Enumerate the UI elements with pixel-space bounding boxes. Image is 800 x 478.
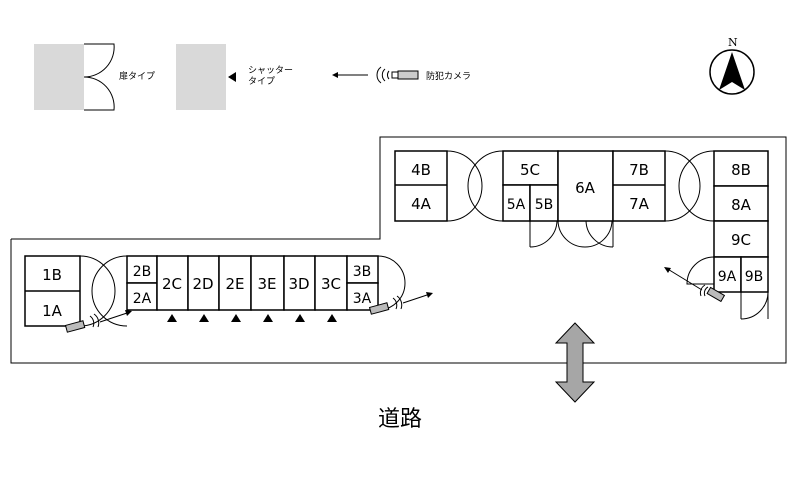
unit-9a-label: 9A — [718, 269, 737, 285]
shutter-type-label-1: シャッター — [248, 65, 293, 76]
door-swings-6a — [529, 220, 614, 248]
camera-3a-icon — [368, 302, 390, 315]
unit-2a-label: 2A — [133, 291, 152, 307]
door-swings-9 — [686, 256, 769, 320]
camera-1a-icon — [64, 320, 86, 333]
unit-8b-label: 8B — [731, 161, 751, 179]
legend: 扉タイプ シャッター タイプ 防犯カメラ — [34, 43, 471, 111]
compass: N — [709, 36, 755, 95]
site-boundary — [10, 136, 787, 364]
shutter-triangle-icon — [167, 314, 177, 322]
right-building: 4B 4A 5C 5A 5B 6A 7B 7A — [394, 150, 769, 320]
legend-shutter-type: シャッター タイプ — [176, 44, 293, 110]
shutter-markers — [167, 314, 337, 322]
camera-9a — [664, 267, 726, 303]
unit-1a-label: 1A — [42, 302, 63, 320]
unit-7a-label: 7A — [629, 195, 650, 213]
unit-4a-label: 4A — [411, 195, 432, 213]
unit-3e-label: 3E — [257, 275, 276, 293]
road-access-arrow — [554, 322, 596, 403]
north-label: N — [728, 36, 738, 49]
unit-4b-label: 4B — [411, 161, 431, 179]
double-arrow-icon — [554, 322, 596, 403]
unit-5c-label: 5C — [520, 161, 540, 179]
unit-5a-label: 5A — [507, 197, 526, 213]
unit-3b-label: 3B — [353, 264, 372, 280]
camera-label: 防犯カメラ — [426, 70, 471, 82]
shutter-triangle-icon — [231, 314, 241, 322]
door-swings-1-2 — [79, 255, 128, 327]
shutter-triangle-icon — [327, 314, 337, 322]
unit-2d-label: 2D — [192, 275, 213, 293]
door-type-label: 扉タイプ — [119, 70, 155, 82]
unit-3a-label: 3A — [353, 291, 372, 307]
left-building: 1B 1A 2B 2A 2C 2D 2E 3E 3D 3C 3B 3A — [24, 255, 433, 333]
unit-2e-label: 2E — [225, 275, 244, 293]
unit-6a-label: 6A — [575, 179, 596, 197]
door-swing-icon — [83, 43, 115, 111]
unit-3d-label: 3D — [288, 275, 309, 293]
shutter-triangle-icon — [263, 314, 273, 322]
door-type-block-icon — [34, 44, 84, 110]
shutter-type-block-icon — [176, 44, 226, 110]
camera-lens-icon — [391, 71, 399, 79]
unit-9b-label: 9B — [745, 269, 764, 285]
unit-8a-label: 8A — [731, 196, 752, 214]
shutter-triangle-icon — [295, 314, 305, 322]
shutter-type-label-2: タイプ — [248, 76, 275, 87]
unit-7b-label: 7B — [629, 161, 649, 179]
camera-1a — [64, 310, 132, 333]
unit-2b-label: 2B — [133, 264, 152, 280]
legend-door-type: 扉タイプ — [34, 43, 155, 111]
camera-body-icon — [397, 70, 419, 80]
unit-5b-label: 5B — [535, 197, 554, 213]
north-arrow-icon — [719, 52, 745, 90]
unit-9c-label: 9C — [731, 231, 751, 249]
shutter-triangle-icon — [228, 72, 236, 82]
unit-1b-label: 1B — [42, 266, 62, 284]
camera-arrow-icon — [332, 72, 338, 78]
shutter-triangle-icon — [199, 314, 209, 322]
camera-3a — [368, 292, 433, 315]
camera-9a-icon — [706, 286, 726, 303]
unit-2c-label: 2C — [162, 275, 182, 293]
door-swings-4-5 — [446, 150, 504, 222]
unit-3c-label: 3C — [321, 275, 341, 293]
legend-camera: 防犯カメラ — [332, 66, 471, 84]
road-label: 道路 — [378, 407, 422, 432]
